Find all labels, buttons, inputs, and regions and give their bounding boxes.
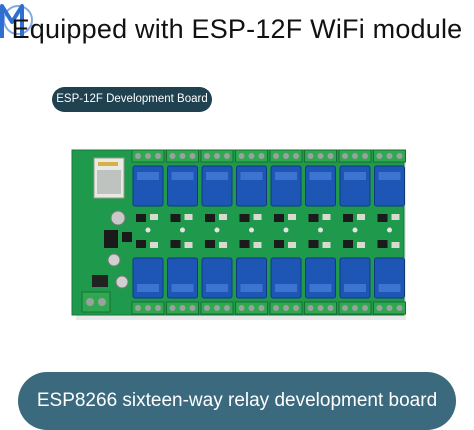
resistor: [288, 242, 296, 248]
relay: [339, 165, 371, 207]
resistor: [150, 242, 158, 248]
brand-logo-icon: [0, 4, 33, 38]
terminal-block: [131, 301, 165, 315]
transistor: [343, 214, 353, 222]
led: [180, 227, 185, 233]
page-title: Equipped with ESP-12F WiFi module: [11, 14, 463, 44]
resistor: [322, 242, 331, 248]
transistor: [343, 240, 353, 248]
transistor: [136, 240, 146, 248]
terminal-block: [200, 149, 234, 163]
relay: [236, 165, 267, 207]
terminal-block: [338, 149, 372, 163]
relay: [305, 257, 336, 299]
terminal-block: [166, 301, 199, 315]
resistor: [150, 214, 158, 220]
relay-board-illustration: [71, 149, 406, 320]
terminal-block: [373, 149, 406, 163]
relay: [236, 257, 267, 299]
terminal-block: [373, 301, 406, 315]
terminal-block: [235, 149, 268, 163]
resistor: [184, 214, 193, 220]
terminal-block: [269, 301, 303, 315]
transistor: [308, 240, 319, 248]
terminal-block: [338, 301, 372, 315]
relay: [201, 165, 233, 207]
transistor: [377, 214, 388, 222]
resistor: [184, 242, 193, 248]
resistor: [219, 242, 227, 248]
relay: [132, 257, 164, 299]
relay: [374, 257, 405, 299]
relay: [201, 257, 233, 299]
transistor: [205, 240, 215, 248]
terminal-block: [131, 149, 165, 163]
resistor: [219, 214, 227, 220]
led: [214, 227, 220, 233]
terminal-block: [166, 149, 199, 163]
relay: [374, 165, 405, 207]
resistor: [391, 214, 400, 220]
terminal-block: [304, 301, 337, 315]
resistor: [357, 242, 365, 248]
resistor: [322, 214, 331, 220]
relay: [305, 165, 336, 207]
transistor: [170, 240, 181, 248]
relay: [132, 165, 164, 207]
product-caption: ESP8266 sixteen-way relay development bo…: [18, 372, 456, 430]
relay: [167, 257, 198, 299]
relay: [339, 257, 371, 299]
resistor: [253, 242, 262, 248]
terminal-block: [235, 301, 268, 315]
relay: [270, 165, 302, 207]
relay-board-image: [70, 110, 410, 325]
terminal-block: [200, 301, 234, 315]
led: [387, 227, 392, 233]
transistor: [274, 214, 284, 222]
power-terminal: [81, 291, 111, 313]
resistor: [253, 214, 262, 220]
resistor: [357, 214, 365, 220]
led: [249, 227, 254, 233]
led: [145, 227, 151, 233]
terminal-block: [269, 149, 303, 163]
led: [352, 227, 358, 233]
module-badge: ESP-12F Development Board: [52, 87, 212, 112]
transistor: [274, 240, 284, 248]
led: [283, 227, 289, 233]
resistor: [288, 214, 296, 220]
transistor: [205, 214, 215, 222]
transistor: [239, 240, 250, 248]
led: [318, 227, 323, 233]
relay: [167, 165, 198, 207]
transistor: [170, 214, 181, 222]
resistor: [391, 242, 400, 248]
transistor: [239, 214, 250, 222]
terminal-block: [304, 149, 337, 163]
relay: [270, 257, 302, 299]
transistor: [136, 214, 146, 222]
transistor: [308, 214, 319, 222]
transistor: [377, 240, 388, 248]
